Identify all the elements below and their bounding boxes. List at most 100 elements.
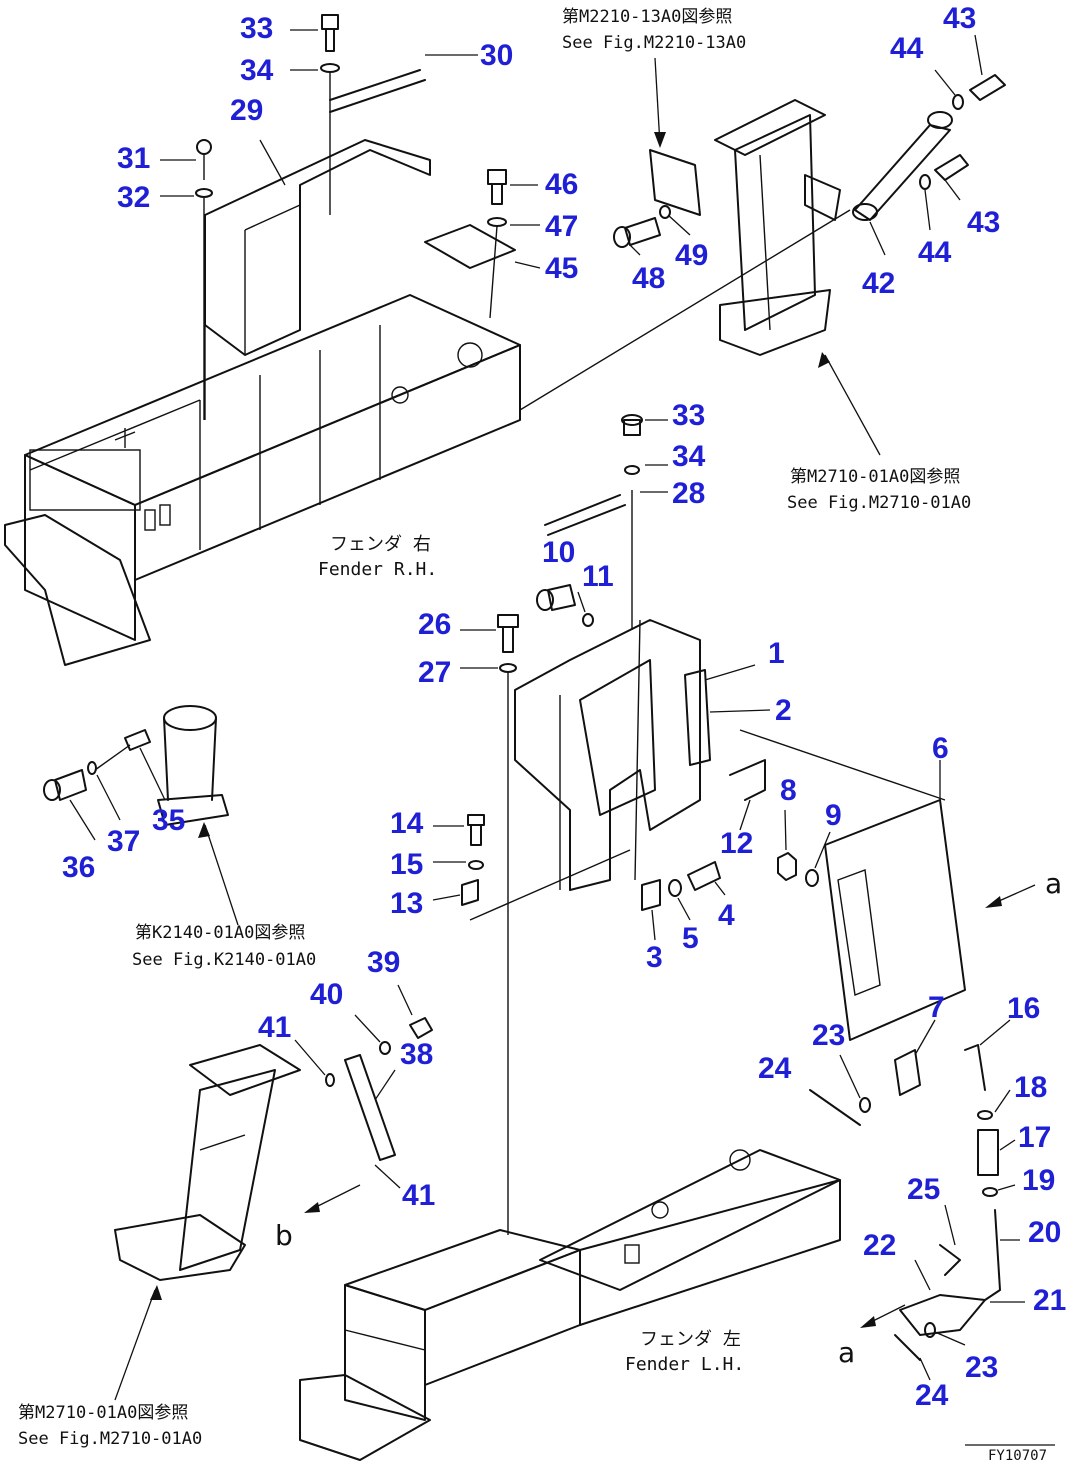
fender-rh-assembly — [4, 294, 521, 666]
callout-17: 17 — [1018, 1121, 1051, 1154]
label-fender-lh-jp: フェンダ 左 — [640, 1329, 741, 1350]
washer-9 — [805, 869, 819, 887]
arrow-b — [304, 1184, 361, 1213]
cap-33-mid — [621, 414, 643, 630]
plate-45 — [424, 224, 516, 269]
label-fender-rh-en: Fender R.H. — [318, 559, 437, 580]
pin-23-24-upper — [809, 1089, 871, 1126]
stay-16-21 — [964, 1044, 1001, 1301]
bolts-43-44 — [919, 74, 1006, 190]
callout-28: 28 — [672, 477, 705, 510]
callout-44-top: 44 — [890, 32, 924, 65]
callout-25: 25 — [907, 1173, 940, 1206]
callout-34-top: 34 — [240, 54, 274, 87]
ref-right-jp: 第M2710-01A0図参照 — [790, 467, 960, 487]
bracket-42 — [852, 111, 953, 221]
arrow-label-b: b — [275, 1219, 293, 1252]
callout-11: 11 — [582, 560, 614, 593]
callout-23-lower: 23 — [965, 1351, 998, 1384]
callout-33-mid: 33 — [672, 399, 705, 432]
callout-23-upper: 23 — [812, 1019, 845, 1052]
callout-37: 37 — [107, 825, 140, 858]
callout-42: 42 — [862, 267, 895, 300]
bolt-26-27 — [497, 614, 519, 1235]
callout-44-low: 44 — [918, 236, 952, 269]
callout-4: 4 — [718, 899, 735, 932]
callout-27: 27 — [418, 656, 451, 689]
callout-36: 36 — [62, 851, 95, 884]
nut-8 — [777, 852, 797, 881]
label-fender-rh-jp: フェンダ 右 — [330, 534, 431, 555]
arrow-ref-bottom — [150, 1285, 162, 1300]
callout-41-upper: 41 — [258, 1011, 291, 1044]
clip-12 — [729, 759, 766, 801]
hinge-7 — [894, 1049, 921, 1096]
arrow-a-lower — [860, 1304, 906, 1328]
leader-lines — [69, 29, 1055, 1446]
arrow-a-upper — [985, 884, 1036, 908]
ref-mid-en: See Fig.K2140-01A0 — [132, 950, 316, 970]
arrow-ref-top — [654, 132, 666, 148]
label-fender-lh-en: Fender L.H. — [625, 1354, 744, 1375]
callout-26: 26 — [418, 608, 451, 641]
callout-38: 38 — [400, 1038, 433, 1071]
callout-6: 6 — [932, 732, 949, 765]
callout-24-upper: 24 — [758, 1052, 792, 1085]
pipe-35 — [43, 705, 229, 826]
callout-45: 45 — [545, 252, 578, 285]
bolt-10-11 — [536, 584, 594, 627]
callout-16: 16 — [1007, 992, 1040, 1025]
ref-top-en: See Fig.M2210-13A0 — [562, 33, 746, 53]
callout-10: 10 — [542, 536, 575, 569]
bolt-14-15-13 — [461, 814, 631, 921]
rod-30 — [329, 69, 426, 113]
center-bracket-1 — [514, 619, 711, 891]
plate-2 — [684, 669, 711, 766]
callout-2: 2 — [775, 694, 792, 727]
callout-32: 32 — [117, 181, 150, 214]
arrow-label-a-upper: a — [1045, 867, 1062, 900]
callout-24-lower: 24 — [915, 1379, 949, 1412]
callout-21: 21 — [1033, 1284, 1066, 1317]
callout-19: 19 — [1022, 1164, 1055, 1197]
callout-13: 13 — [390, 887, 423, 920]
fender-cover-29 — [204, 139, 431, 420]
callouts: 33 34 30 29 31 32 46 47 45 49 48 43 44 4… — [62, 2, 1066, 1412]
callout-1: 1 — [768, 637, 785, 670]
callout-41-lower: 41 — [402, 1179, 435, 1212]
callout-8: 8 — [780, 774, 797, 807]
callout-39: 39 — [367, 946, 400, 979]
callout-34-mid: 34 — [672, 440, 706, 473]
bolt-3-4-5 — [641, 861, 721, 911]
bracket-49 — [649, 149, 701, 216]
callout-46: 46 — [545, 168, 578, 201]
callout-29: 29 — [230, 94, 263, 127]
support-frame — [519, 99, 851, 411]
bracket-22 — [894, 1244, 986, 1361]
callout-3: 3 — [646, 941, 663, 974]
ref-bottom-en: See Fig.M2710-01A0 — [18, 1429, 202, 1449]
callout-33-top: 33 — [240, 12, 273, 45]
callout-14: 14 — [390, 807, 424, 840]
callout-35: 35 — [152, 804, 185, 837]
callout-49: 49 — [675, 239, 708, 272]
callout-15: 15 — [390, 848, 423, 881]
bolt-48 — [613, 205, 671, 248]
arrow-ref-right — [818, 352, 830, 368]
diagram-code: FY10707 — [988, 1448, 1047, 1464]
arrow-ref-mid — [198, 822, 210, 838]
bolt-31-washer-32 — [195, 139, 213, 420]
callout-9: 9 — [825, 799, 842, 832]
ref-right-en: See Fig.M2710-01A0 — [787, 493, 971, 513]
rod-28 — [544, 494, 626, 536]
callout-30: 30 — [480, 39, 513, 72]
bracket-38 — [344, 1054, 396, 1161]
callout-47: 47 — [545, 210, 578, 243]
callout-31: 31 — [117, 142, 150, 175]
callout-43-low: 43 — [967, 206, 1000, 239]
arrow-label-a-lower: a — [838, 1336, 855, 1369]
callout-7: 7 — [928, 991, 945, 1024]
callout-43-top: 43 — [943, 2, 976, 35]
bolt-46 — [487, 169, 507, 319]
